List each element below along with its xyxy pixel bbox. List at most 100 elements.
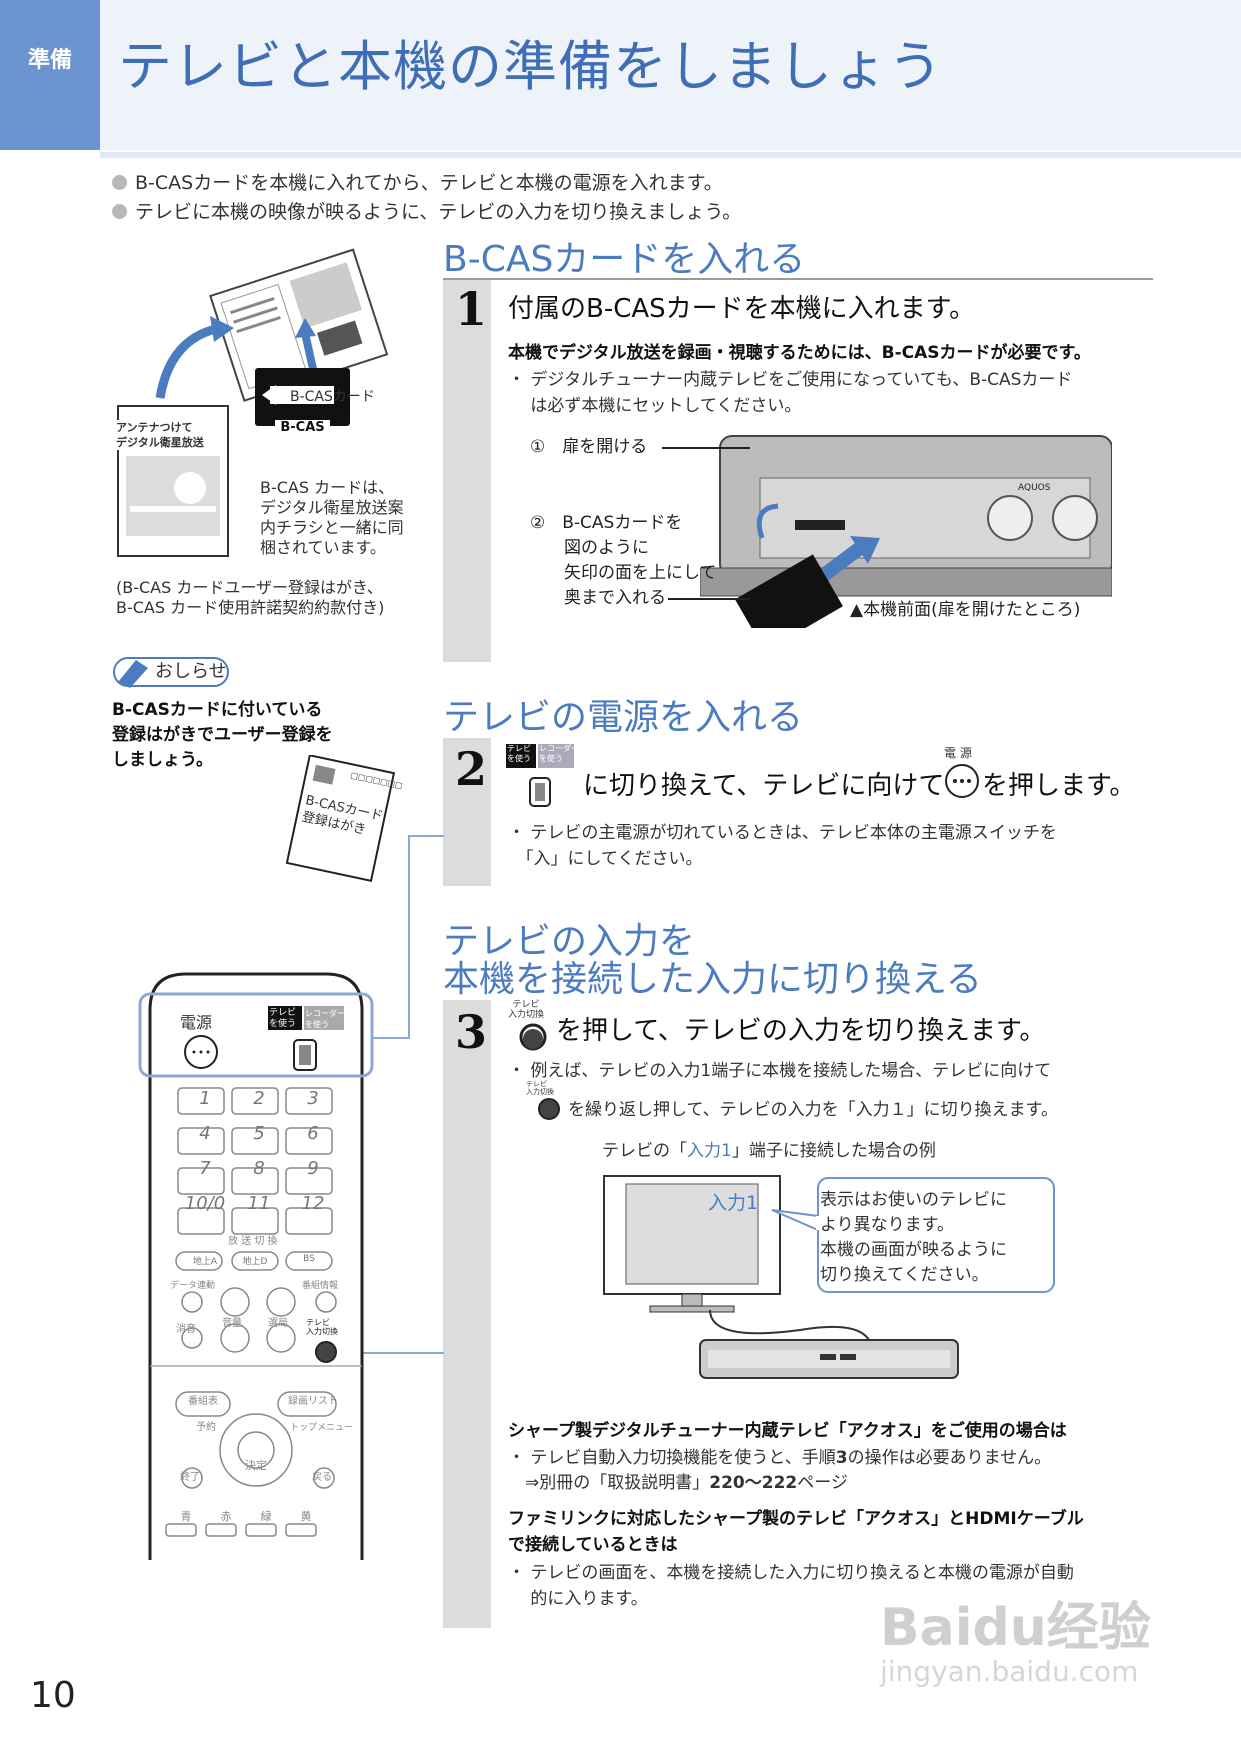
bcas-card-icon xyxy=(735,554,843,628)
device-front-caption: ▲本機前面(扉を開けたところ) xyxy=(850,600,1081,620)
step2-bar xyxy=(443,738,491,886)
step3-bar xyxy=(443,1000,491,1628)
intro-line-2: テレビに本機の映像が映るように、テレビの入力を切り換えましょう。 xyxy=(112,197,741,224)
intro-line-1: B-CASカードを本機に入れてから、テレビと本機の電源を入れます。 xyxy=(112,168,723,195)
tv-input-button-label: テレビ 入力切換 xyxy=(508,1000,545,1020)
connector-line xyxy=(340,1352,444,1354)
step2-bullet: ・ テレビの主電源が切れているときは、テレビ本体の主電源スイッチを 「入」にして… xyxy=(508,823,1057,869)
bubble-text: 表示はお使いのテレビにより異なります。本機の画面が映るように切り換えてください。 xyxy=(820,1190,1007,1285)
step3-bullet1b: を繰り返し押して、テレビの入力を「入力１」に切り換えます。 xyxy=(568,1100,1058,1120)
page-title: テレビと本機の準備をしましょう xyxy=(118,35,943,98)
page-number: 10 xyxy=(30,1675,76,1716)
tv-input-button-icon xyxy=(519,1023,547,1051)
step1-bullet: ・ デジタルチューナー内蔵テレビをご使用になっていても、B-CASカード は必ず… xyxy=(508,370,1073,416)
remote-mute: 消音 xyxy=(176,1324,196,1335)
tv-input-button-icon-small xyxy=(538,1098,560,1120)
step2-number: 2 xyxy=(455,742,488,796)
step1-number: 1 xyxy=(455,282,488,336)
remote-power-label: 電源 xyxy=(180,1013,213,1032)
bcas-package-illustration xyxy=(117,248,389,557)
section1-heading: B-CASカードを入れる xyxy=(443,239,806,280)
bullet-dot-icon xyxy=(112,175,127,190)
section3-heading-2: 本機を接続した入力に切り換える xyxy=(443,959,982,1000)
remote-epg: 番組表 xyxy=(188,1396,218,1407)
section1-rule xyxy=(443,278,1153,280)
section-tab: 準備 xyxy=(0,0,100,150)
switch-label-tv: テレビ を使う xyxy=(507,744,531,763)
section-tab-label: 準備 xyxy=(27,48,72,73)
remote-enter: 決定 xyxy=(245,1459,267,1472)
remote-back: 戻る xyxy=(312,1472,332,1483)
device-brand: AQUOS xyxy=(1018,483,1051,493)
connector-line xyxy=(408,835,410,1037)
example-caption: テレビの「入力1」端子に接続した場合の例 xyxy=(602,1141,936,1161)
tv-connection-illustration xyxy=(603,1175,1055,1379)
switch-label-rec: レコーダー を使う xyxy=(539,744,579,763)
power-label: 電 源 xyxy=(944,746,972,760)
notice-label: おしらせ xyxy=(155,661,227,682)
remote-rec-list: 録画リスト xyxy=(288,1396,338,1407)
bcas-caption: (B-CAS カードユーザー登録はがき、B-CAS カード使用許諾契約約款付き) xyxy=(116,578,385,617)
leaflet-title: アンテナつけて デジタル衛星放送 xyxy=(116,420,216,450)
section3-heading-1: テレビの入力を xyxy=(443,921,696,962)
bcas-note: B-CAS カードは、デジタル衛星放送案内チラシと一緒に同梱されています。 xyxy=(260,478,404,557)
aquos-bullet: ・ テレビ自動入力切換機能を使うと、手順3の操作は必要ありません。 xyxy=(508,1448,1052,1468)
callout2-leader xyxy=(668,598,750,600)
arrow-icon xyxy=(155,323,222,399)
remote-control xyxy=(138,972,374,1560)
speech-bubble xyxy=(817,1177,1055,1293)
callout1: ① 扉を開ける xyxy=(530,437,648,457)
bullet-dot-icon xyxy=(112,204,127,219)
postcard-illustration xyxy=(285,755,395,882)
remote-prog-info: 番組情報 xyxy=(302,1281,339,1291)
step2-title-b: を押します。 xyxy=(982,771,1136,801)
power-button-icon xyxy=(945,764,979,798)
section2-heading: テレビの電源を入れる xyxy=(443,697,804,738)
bcas-logo-text: B-CAS xyxy=(275,420,330,436)
step3-title: を押して、テレビの入力を切り換えます。 xyxy=(556,1016,1046,1046)
bcas-card-label: B-CASカード xyxy=(290,389,375,405)
remote-tv-use: テレビ を使う xyxy=(269,1008,297,1029)
remote-tv-input-button xyxy=(315,1341,337,1363)
step1-bar xyxy=(443,280,491,662)
dial-icon xyxy=(987,495,1033,541)
remote-color-keys: 青赤緑黄 xyxy=(180,1510,312,1523)
header-band xyxy=(0,0,1241,150)
tv-screen-label: 入力1 xyxy=(708,1192,759,1214)
remote-exit: 終了 xyxy=(180,1472,200,1483)
mode-switch-icon xyxy=(506,744,574,807)
famlink-head: ファミリンクに対応したシャープ製のテレビ「アクオス」とHDMIケーブルで接続して… xyxy=(508,1509,1084,1555)
remote-data: データ連動 xyxy=(170,1281,216,1291)
device-front-illustration xyxy=(700,435,1112,628)
watermark-url: jingyan.baidu.com xyxy=(880,1655,1139,1688)
remote-top-menu: トップメニュー xyxy=(290,1423,354,1433)
card-slot-icon xyxy=(795,520,845,530)
remote-highlight xyxy=(138,992,374,1078)
header-rule xyxy=(100,152,1241,158)
famlink-bullet: ・ テレビの画面を、本機を接続した入力に切り換えると本機の電源が自動 的に入りま… xyxy=(508,1563,1074,1609)
step1-title: 付属のB-CASカードを本機に入れます。 xyxy=(508,294,976,324)
arrow-icon xyxy=(815,542,865,584)
step3-number: 3 xyxy=(455,1005,488,1059)
pencil-icon xyxy=(118,660,148,688)
aquos-head: シャープ製デジタルチューナー内蔵テレビ「アクオス」をご使用の場合は xyxy=(508,1421,1067,1441)
connector-line xyxy=(373,1037,410,1039)
notice-text: B-CASカードに付いている登録はがきでユーザー登録をしましょう。 xyxy=(112,700,333,770)
remote-tv-input: テレビ 入力切換 xyxy=(306,1318,338,1336)
aquos-ref: ⇒別冊の「取扱説明書」220〜222ページ xyxy=(508,1473,848,1493)
notice-badge xyxy=(113,657,229,688)
callout1-leader xyxy=(662,447,750,449)
step1-bold-note: 本機でデジタル放送を録画・視聴するためには、B-CASカードが必要です。 xyxy=(508,343,1091,363)
remote-bcast-switch: 放 送 切 換 xyxy=(228,1236,278,1247)
bcas-leaflet-icon xyxy=(209,248,389,402)
remote-rec-use: レコーダー を使う xyxy=(305,1009,345,1029)
dial-icon xyxy=(1052,495,1098,541)
remote-reserve: 予約 xyxy=(196,1422,216,1433)
connector-line xyxy=(408,835,444,837)
step2-title-a: に切り換えて、テレビに向けて xyxy=(583,771,945,801)
remote-channel: 選局 xyxy=(268,1318,288,1329)
arrow-icon xyxy=(756,503,779,539)
watermark-logo: Baidu经验 xyxy=(880,1598,1151,1658)
